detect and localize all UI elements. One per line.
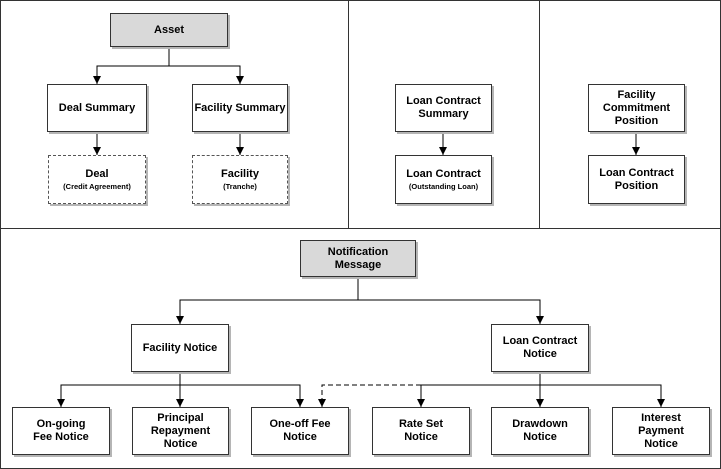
drawdown-notice-box: Drawdown Notice <box>491 407 589 455</box>
facility-box: Facility (Tranche) <box>192 155 288 204</box>
facility-commitment-line1: Facility <box>617 88 656 101</box>
loan-contract-position-line2: Position <box>614 179 659 192</box>
deal-box: Deal (Credit Agreement) <box>48 155 146 204</box>
principal-repayment-line1: Principal <box>157 411 204 424</box>
notification-message-line2: Message <box>334 258 382 271</box>
loan-contract-outstanding-label: Loan Contract <box>406 167 481 180</box>
connector-asset-to-facility-summary <box>169 65 244 84</box>
connector-loan-notice-to-rate-set <box>417 384 540 407</box>
ongoing-fee-notice-box: On-going Fee Notice <box>12 407 110 455</box>
oneoff-fee-notice-line1: One-off Fee <box>269 418 331 430</box>
loan-contract-summary-line1: Loan Contract <box>406 95 481 107</box>
facility-commitment-position-box: Facility Commitment Position <box>588 84 685 132</box>
loan-contract-notice-box: Loan Contract Notice <box>491 324 589 372</box>
interest-payment-line3: Notice <box>644 437 678 450</box>
loan-contract-summary-box: Loan Contract Summary <box>395 84 492 132</box>
rate-set-notice-line2: Notice <box>404 431 438 443</box>
facility-summary-label: Facility Summary <box>194 101 286 114</box>
facility-summary-box: Facility Summary <box>192 84 288 132</box>
loan-contract-outstanding-sublabel: (Outstanding Loan) <box>408 181 479 191</box>
facility-label: Facility <box>221 167 259 180</box>
interest-payment-line1: Interest <box>641 411 681 424</box>
drawdown-notice-line2: Notice <box>523 431 557 443</box>
deal-label: Deal <box>85 167 109 180</box>
deal-sublabel: (Credit Agreement) <box>63 181 131 191</box>
principal-repayment-notice-box: Principal Repayment Notice <box>132 407 229 455</box>
principal-repayment-line3: Notice <box>163 437 198 450</box>
oneoff-fee-notice-box: One-off Fee Notice <box>251 407 349 455</box>
notification-message-box: Notification Message <box>300 240 416 277</box>
loan-contract-notice-line2: Notice <box>523 348 557 360</box>
loan-contract-summary-line2: Summary <box>418 108 469 120</box>
asset-label: Asset <box>154 23 184 36</box>
asset-box: Asset <box>110 13 228 47</box>
facility-sublabel: (Tranche) <box>223 181 257 191</box>
facility-commitment-line3: Position <box>614 114 659 127</box>
ongoing-fee-notice-line2: Fee Notice <box>33 431 89 443</box>
deal-summary-label: Deal Summary <box>58 101 136 114</box>
rate-set-notice-box: Rate Set Notice <box>372 407 470 455</box>
connector-message-to-loan-notice <box>358 299 544 324</box>
drawdown-notice-line1: Drawdown <box>512 418 568 430</box>
facility-notice-box: Facility Notice <box>131 324 229 372</box>
facility-commitment-line2: Commitment <box>602 101 671 114</box>
connector-loan-notice-to-oneoff-dashed <box>318 384 421 407</box>
interest-payment-line2: Payment <box>638 424 684 437</box>
connector-message-to-facility-notice <box>176 277 359 324</box>
principal-repayment-line2: Repayment <box>150 424 211 437</box>
interest-payment-notice-box: Interest Payment Notice <box>612 407 710 455</box>
connector-facility-notice-to-ongoing <box>57 372 181 407</box>
facility-notice-label: Facility Notice <box>142 341 218 354</box>
loan-contract-outstanding-box: Loan Contract (Outstanding Loan) <box>395 155 492 204</box>
notification-message-line1: Notification <box>327 245 389 258</box>
ongoing-fee-notice-line1: On-going <box>36 418 86 430</box>
oneoff-fee-notice-line2: Notice <box>283 431 317 443</box>
loan-contract-position-line1: Loan Contract <box>599 166 674 179</box>
loan-contract-notice-line1: Loan Contract <box>502 335 578 347</box>
connector-loan-notice-to-interest <box>539 372 665 407</box>
deal-summary-box: Deal Summary <box>47 84 147 132</box>
rate-set-notice-line1: Rate Set <box>398 418 444 430</box>
loan-contract-position-box: Loan Contract Position <box>588 155 685 204</box>
connector-facility-notice-to-oneoff <box>180 384 304 407</box>
connector-asset-to-deal-summary <box>93 47 170 84</box>
